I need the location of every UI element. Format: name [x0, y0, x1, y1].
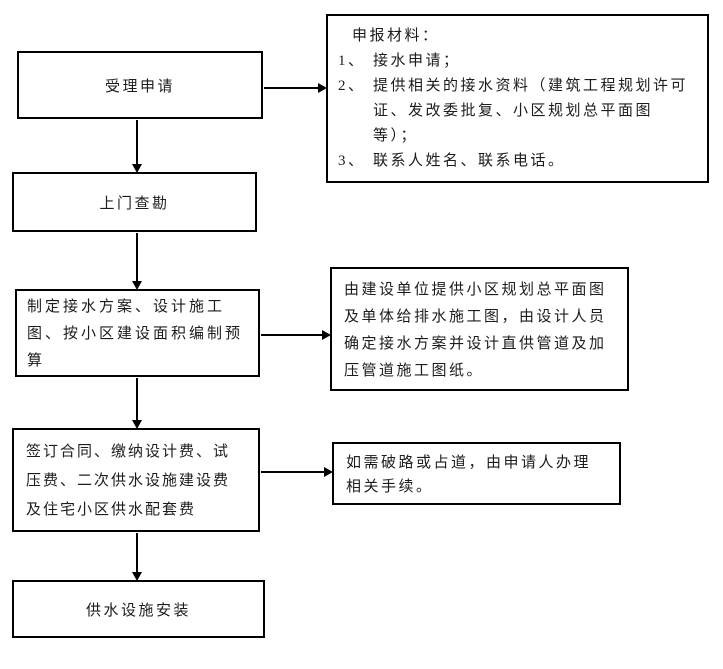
arrow-contract-to-install — [136, 533, 138, 572]
note-item-text: 联系人姓名、联系电话。 — [373, 153, 566, 169]
note-item-text: 提供相关的接水资料（建筑工程规划许可证、发改委批复、小区规划总平面图等）； — [373, 78, 689, 144]
step-label-install-facilities: 供水设施安装 — [85, 602, 191, 619]
step-box-install-facilities: 供水设施安装 — [12, 580, 265, 638]
arrow-accept-to-survey — [136, 120, 138, 164]
note-box-road-permit: 如需破路或占道，由申请人办理相关手续。 — [332, 442, 621, 505]
note-materials-item: 1、 接水申请； — [338, 49, 697, 74]
arrow-accept-to-materials-note — [264, 87, 318, 89]
note-materials-item: 3、 联系人姓名、联系电话。 — [338, 149, 697, 174]
arrow-plan-to-design-note — [261, 334, 322, 336]
note-road-text: 如需破路或占道，由申请人办理相关手续。 — [346, 455, 592, 495]
note-box-design-requirements: 由建设单位提供小区规划总平面图及单体给排水施工图，由设计人员确定接水方案并设计直… — [330, 267, 629, 391]
note-item-number: 1、 — [338, 53, 366, 69]
arrow-contract-to-road-note — [261, 471, 324, 473]
step-label-make-plan-budget: 制定接水方案、设计施工图、按小区建设面积编制预算 — [27, 299, 244, 369]
step-box-make-plan-budget: 制定接水方案、设计施工图、按小区建设面积编制预算 — [15, 289, 260, 377]
arrow-survey-to-plan — [136, 233, 138, 281]
step-label-accept-application: 受理申请 — [104, 78, 175, 95]
note-item-number: 3、 — [338, 153, 366, 169]
note-item-text: 接水申请； — [373, 53, 461, 69]
step-label-sign-contract-pay-fees: 签订合同、缴纳设计费、试压费、二次供水设施建设费及住宅小区供水配套费 — [26, 444, 231, 518]
note-design-text: 由建设单位提供小区规划总平面图及单体给排水施工图，由设计人员确定接水方案并设计直… — [344, 282, 607, 379]
step-box-sign-contract-pay-fees: 签订合同、缴纳设计费、试压费、二次供水设施建设费及住宅小区供水配套费 — [12, 428, 260, 532]
step-box-accept-application: 受理申请 — [17, 51, 263, 119]
step-box-onsite-survey: 上门查勘 — [12, 172, 257, 232]
note-box-application-materials: 申报材料： 1、 接水申请； 2、 提供相关的接水资料（建筑工程规划许可证、发改… — [326, 14, 709, 183]
step-label-onsite-survey: 上门查勘 — [99, 195, 170, 212]
arrow-plan-to-contract — [136, 378, 138, 420]
note-materials-title: 申报材料： — [352, 28, 440, 44]
note-item-number: 2、 — [338, 78, 366, 94]
note-materials-item: 2、 提供相关的接水资料（建筑工程规划许可证、发改委批复、小区规划总平面图等）； — [338, 74, 697, 149]
